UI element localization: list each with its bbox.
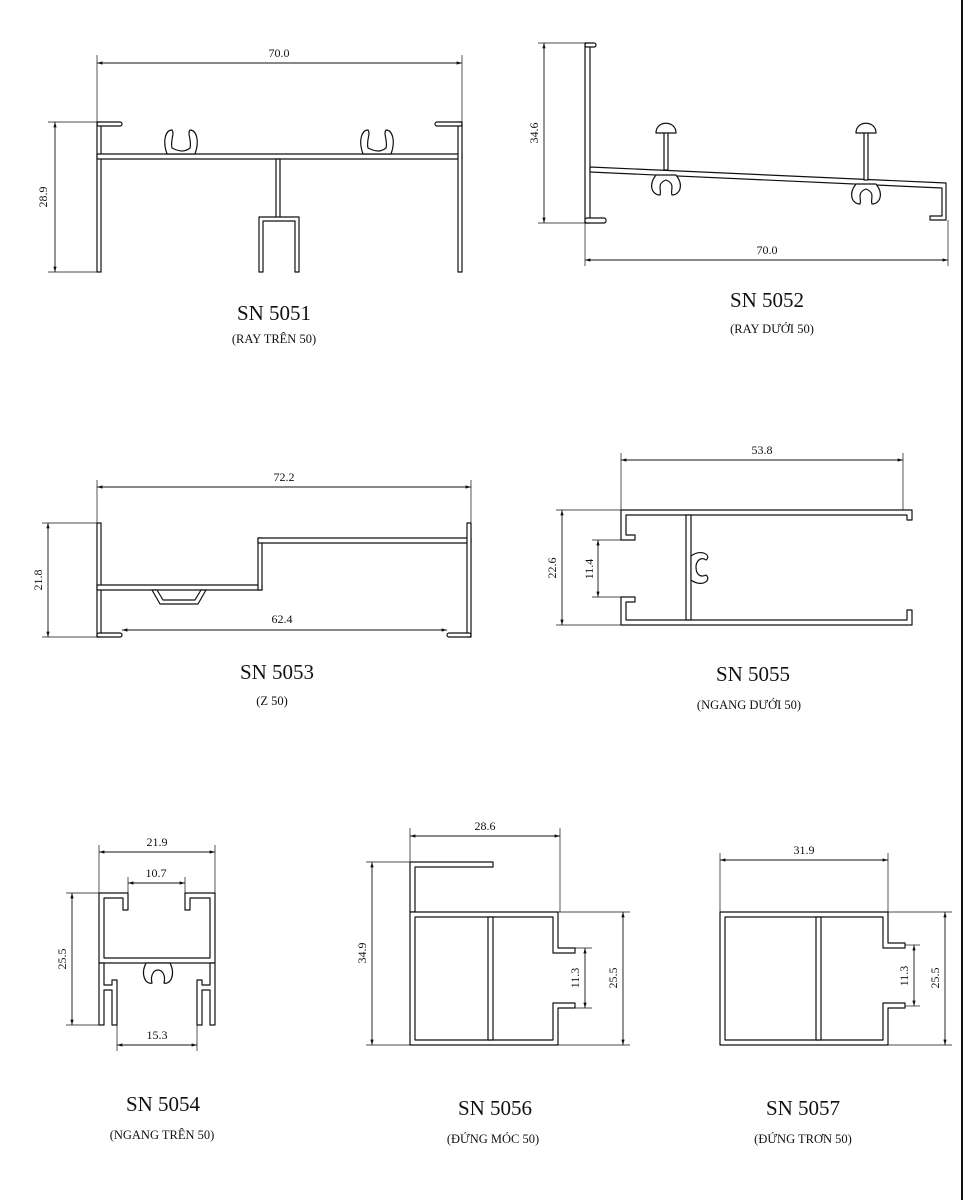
profile-sn5052: 34.6 70.0 SN 5052 (RAY DƯỚI 50) xyxy=(527,42,949,336)
profile-sn5056: 28.6 34.9 25.5 11.3 SN 5056 (ĐỨNG MÓC 50… xyxy=(355,819,630,1146)
profile-drawing xyxy=(584,42,947,224)
dimension-width: 70.0 xyxy=(757,243,778,257)
profile-code: SN 5056 xyxy=(458,1096,532,1120)
dimension-height: 22.6 xyxy=(545,558,559,579)
dimension-height: 21.8 xyxy=(31,570,45,591)
profile-name: (ĐỨNG MÓC 50) xyxy=(447,1132,539,1146)
profile-code: SN 5054 xyxy=(126,1092,201,1116)
profile-sn5054: 21.9 10.7 25.5 15.3 SN 5054 (NGANG TRÊN … xyxy=(55,835,216,1142)
dimension-slot: 11.4 xyxy=(582,559,596,580)
profile-name: (NGANG DƯỚI 50) xyxy=(697,698,801,712)
profile-drawing xyxy=(96,522,472,638)
profile-sn5051: 70.0 28.9 SN 5051 (RAY TRÊN 50) xyxy=(36,46,463,346)
profile-name: (ĐỨNG TRƠN 50) xyxy=(754,1132,852,1146)
profile-name: (RAY DƯỚI 50) xyxy=(730,322,814,336)
dimension-width: 53.8 xyxy=(752,443,773,457)
dimension-height: 34.9 xyxy=(355,943,369,964)
profile-code: SN 5051 xyxy=(237,301,311,325)
profile-drawing xyxy=(98,892,216,1026)
profile-code: SN 5053 xyxy=(240,660,314,684)
profile-name: (NGANG TRÊN 50) xyxy=(110,1128,215,1142)
dimension-width: 31.9 xyxy=(794,843,815,857)
profile-sn5055: 53.8 22.6 11.4 SN 5055 (NGANG DƯỚI 50) xyxy=(545,443,913,712)
profile-code: SN 5057 xyxy=(766,1096,840,1120)
dimension-width: 21.9 xyxy=(147,835,168,849)
profile-drawing xyxy=(719,911,906,1046)
dimension-inner-width: 62.4 xyxy=(272,612,293,626)
dimension-slot: 11.3 xyxy=(897,966,911,987)
dimension-height: 28.9 xyxy=(36,187,50,208)
profile-drawing xyxy=(96,121,463,273)
dimension-width: 72.2 xyxy=(274,470,295,484)
profile-name: (Z 50) xyxy=(256,694,288,708)
profile-code: SN 5052 xyxy=(730,288,804,312)
dimension-opening: 10.7 xyxy=(146,866,167,880)
dimension-slot: 11.3 xyxy=(568,968,582,989)
profile-name: (RAY TRÊN 50) xyxy=(232,332,316,346)
profile-sn5053: 72.2 21.8 62.4 SN 5053 (Z 50) xyxy=(31,470,472,708)
dimension-bottom: 15.3 xyxy=(147,1028,168,1042)
dimension-height: 34.6 xyxy=(527,123,541,144)
profile-drawing xyxy=(409,861,576,1046)
profile-code: SN 5055 xyxy=(716,662,790,686)
dimension-box-height: 25.5 xyxy=(606,968,620,989)
profile-drawing xyxy=(620,509,913,626)
profile-sn5057: 31.9 25.5 11.3 SN 5057 (ĐỨNG TRƠN 50) xyxy=(719,843,952,1146)
dimension-width: 70.0 xyxy=(269,46,290,60)
dimension-width: 28.6 xyxy=(475,819,496,833)
dimension-height: 25.5 xyxy=(928,968,942,989)
dimension-height: 25.5 xyxy=(55,949,69,970)
